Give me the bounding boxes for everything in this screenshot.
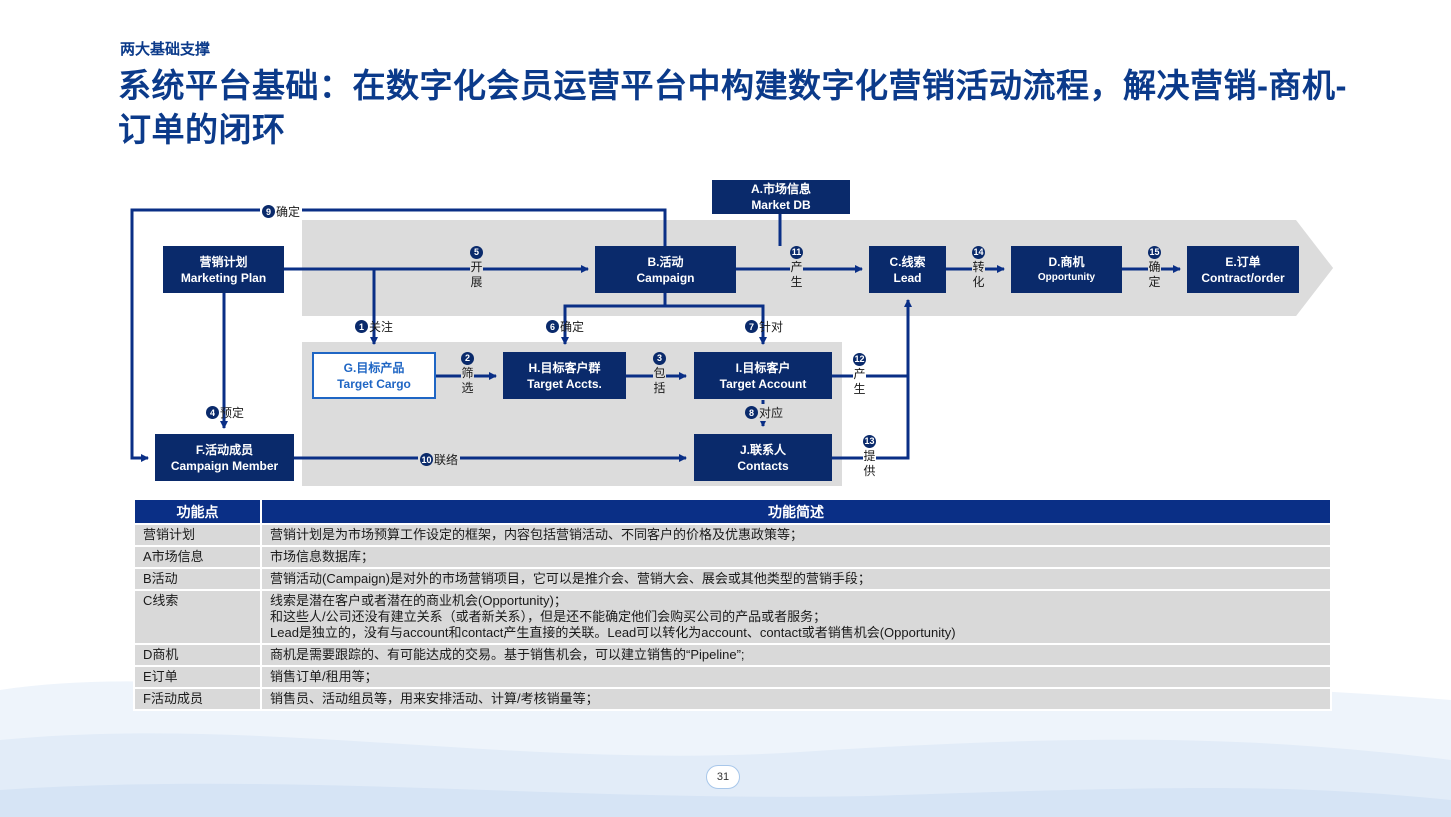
table-cell-desc: 销售员、活动组员等，用来安排活动、计算/考核销量等；	[260, 687, 1332, 711]
table-row: D商机 商机是需要跟踪的、有可能达成的交易。基于销售机会，可以建立销售的“Pip…	[133, 643, 1332, 667]
page-title: 系统平台基础：在数字化会员运营平台中构建数字化营销活动流程，解决营销-商机-订单…	[118, 67, 1347, 148]
table-row: C线索 线索是潜在客户或者潜在的商业机会(Opportunity)； 和这些人/…	[133, 589, 1332, 645]
table-row: 营销计划 营销计划是为市场预算工作设定的框架，内容包括营销活动、不同客户的价格及…	[133, 523, 1332, 547]
section-subtitle: 两大基础支撑	[120, 41, 211, 58]
table-cell-name: B活动	[133, 567, 262, 591]
table-cell-name: 营销计划	[133, 523, 262, 547]
table-row: B活动 营销活动(Campaign)是对外的市场营销项目，它可以是推介会、营销大…	[133, 567, 1332, 591]
table-cell-name: F活动成员	[133, 687, 262, 711]
table-cell-name: A市场信息	[133, 545, 262, 569]
table-cell-desc: 线索是潜在客户或者潜在的商业机会(Opportunity)； 和这些人/公司还没…	[260, 589, 1332, 645]
table-row: A市场信息 市场信息数据库；	[133, 545, 1332, 569]
table-cell-name: E订单	[133, 665, 262, 689]
table-cell-name: C线索	[133, 589, 262, 645]
page-number: 31	[706, 765, 740, 789]
table-row: E订单 销售订单/租用等；	[133, 665, 1332, 689]
table-cell-desc: 营销活动(Campaign)是对外的市场营销项目，它可以是推介会、营销大会、展会…	[260, 567, 1332, 591]
table-cell-desc: 商机是需要跟踪的、有可能达成的交易。基于销售机会，可以建立销售的“Pipelin…	[260, 643, 1332, 667]
table-header-function: 功能点	[133, 498, 262, 525]
table-row: F活动成员 销售员、活动组员等，用来安排活动、计算/考核销量等；	[133, 687, 1332, 711]
table-header-description: 功能简述	[260, 498, 1332, 525]
function-table: 功能点 功能简述 营销计划 营销计划是为市场预算工作设定的框架，内容包括营销活动…	[133, 498, 1332, 711]
table-cell-desc: 市场信息数据库；	[260, 545, 1332, 569]
table-cell-desc: 销售订单/租用等；	[260, 665, 1332, 689]
table-header-row: 功能点 功能简述	[133, 498, 1332, 525]
table-cell-name: D商机	[133, 643, 262, 667]
table-cell-desc: 营销计划是为市场预算工作设定的框架，内容包括营销活动、不同客户的价格及优惠政策等…	[260, 523, 1332, 547]
